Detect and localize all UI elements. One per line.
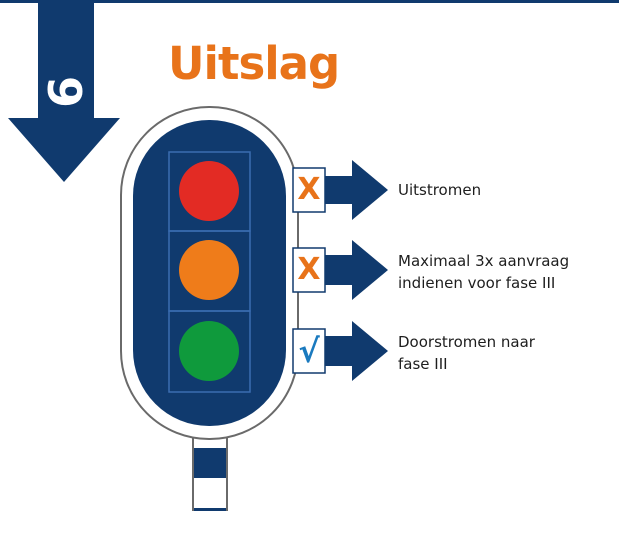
outcome-label-line: Maximaal 3x aanvraag [398, 252, 570, 270]
lamp-orange [179, 240, 239, 300]
outcome-arrow-1 [292, 160, 388, 220]
outcome-label-line: Uitstromen [398, 181, 482, 199]
pole-stripe-bottom [194, 508, 226, 511]
outcome-label-2: Maximaal 3x aanvraag indienen voor fase … [398, 250, 608, 294]
outcome-label-1: Uitstromen [398, 179, 608, 201]
top-rule [0, 0, 619, 3]
lamp-green [179, 321, 239, 381]
check-icon: √ [298, 332, 320, 370]
lamp-red [179, 161, 239, 221]
outcome-label-line: indienen voor fase III [398, 274, 556, 292]
mark-box-2 [292, 247, 326, 293]
mark-box-1 [292, 167, 326, 213]
outcome-label-3: Doorstromen naar fase III [398, 331, 608, 375]
page-title: Uitslag [168, 37, 340, 90]
lamp-cell-3 [168, 310, 251, 393]
mark-box-3 [292, 328, 326, 374]
outcome-label-line: Doorstromen naar [398, 333, 535, 351]
pole-stripe-top [194, 448, 226, 478]
step-down-arrow [8, 0, 120, 182]
cross-icon: X [297, 252, 321, 287]
cross-icon: X [297, 172, 321, 207]
outcome-label-line: fase III [398, 355, 448, 373]
